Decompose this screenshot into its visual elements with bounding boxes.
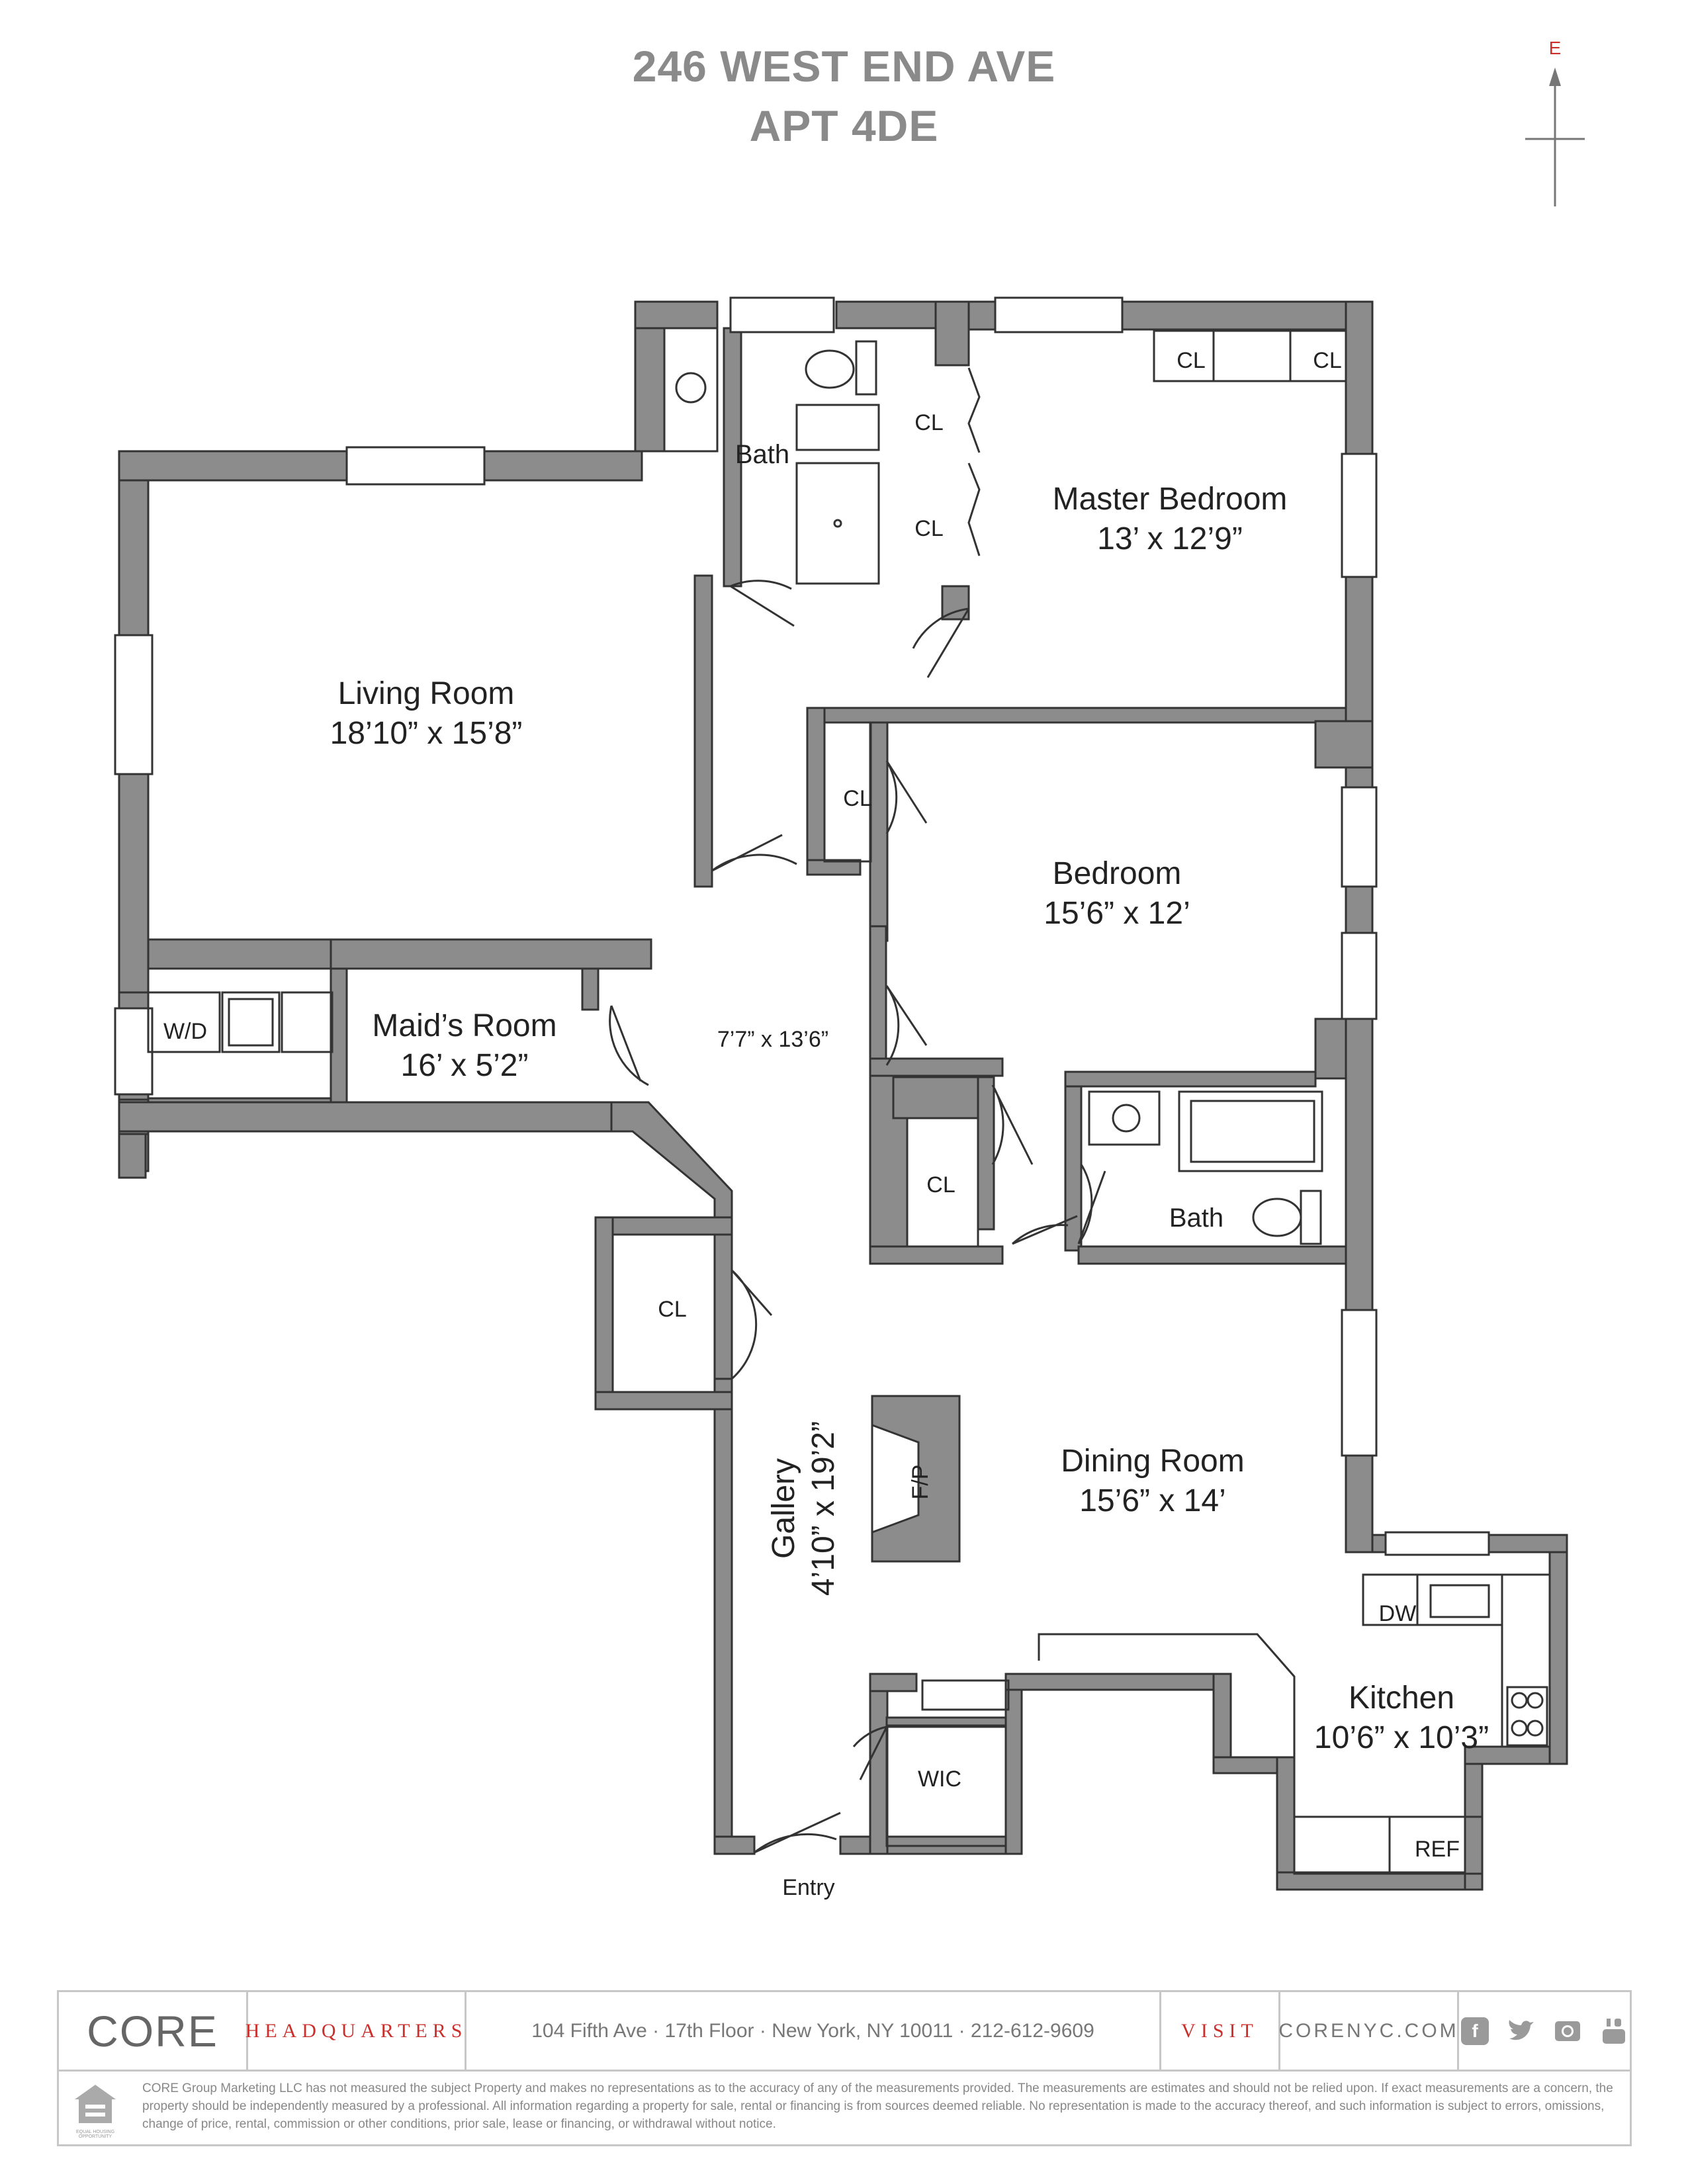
cl-label-7: CL	[658, 1297, 686, 1322]
address-cell: 104 Fifth Ave · 17th Floor · New York, N…	[466, 1992, 1161, 2070]
doors	[609, 367, 1106, 1854]
entry-label: Entry	[782, 1875, 834, 1900]
core-logo: CORE	[87, 2006, 218, 2056]
hq-cell: HEADQUARTERS	[245, 1992, 468, 2070]
dining-room-size: 15’6” x 14’	[1079, 1483, 1225, 1518]
wd-label: W/D	[163, 1019, 207, 1044]
website-cell: CORENYC.COM	[1278, 1992, 1459, 2070]
fixtures	[147, 327, 1551, 1875]
visit-cell: VISIT	[1161, 1992, 1280, 2070]
kitchen-size: 10’6” x 10’3”	[1314, 1720, 1489, 1755]
master-bedroom-size: 13’ x 12’9”	[1097, 521, 1243, 556]
gallery-name: Gallery	[766, 1458, 801, 1559]
master-bedroom-name: Master Bedroom	[1053, 482, 1288, 517]
cl-label-6: CL	[926, 1172, 955, 1198]
cl-label-1: CL	[914, 410, 943, 435]
bedroom-size: 15’6” x 12’	[1044, 896, 1190, 931]
compass-icon: E	[1525, 38, 1585, 206]
facebook-icon[interactable]: f	[1461, 2017, 1489, 2045]
maids-room-size: 16’ x 5’2”	[401, 1048, 529, 1083]
instagram-icon[interactable]	[1554, 2017, 1581, 2045]
compass-label: E	[1549, 38, 1562, 58]
hq-address: 104 Fifth Ave · 17th Floor · New York, N…	[531, 2019, 1094, 2042]
floor-plan: E	[114, 38, 1585, 1900]
logo-cell: CORE	[59, 1992, 248, 2070]
dining-room-name: Dining Room	[1061, 1444, 1244, 1479]
cl-label-5: CL	[843, 786, 871, 811]
footer: CORE HEADQUARTERS 104 Fifth Ave · 17th F…	[57, 1990, 1632, 2146]
bath-top-label: Bath	[735, 440, 789, 469]
cl-label-2: CL	[914, 516, 943, 541]
living-room-size: 18’10” x 15’8”	[330, 716, 523, 751]
living-room-name: Living Room	[338, 676, 515, 711]
disclaimer: CORE Group Marketing LLC has not measure…	[142, 2081, 1613, 2131]
footer-bar: CORE HEADQUARTERS 104 Fifth Ave · 17th F…	[59, 1992, 1630, 2072]
cl-label-3: CL	[1177, 348, 1205, 373]
page-subtitle: APT 4DE	[749, 101, 939, 150]
maids-room-name: Maid’s Room	[372, 1008, 556, 1043]
twitter-icon[interactable]	[1507, 2017, 1535, 2045]
social-cell: f	[1459, 1992, 1630, 2070]
page-title: 246 WEST END AVE	[632, 42, 1056, 91]
cl-label-4: CL	[1313, 348, 1341, 373]
visit-label: VISIT	[1181, 2019, 1259, 2042]
hq-label: HEADQUARTERS	[245, 2019, 468, 2042]
dw-label: DW	[1379, 1601, 1417, 1626]
bath-mid-label: Bath	[1169, 1203, 1223, 1233]
equal-housing-text: EQUAL HOUSING OPPORTUNITY	[75, 2130, 115, 2139]
website-link[interactable]: CORENYC.COM	[1278, 2019, 1459, 2042]
ref-label: REF	[1415, 1837, 1460, 1862]
wic-label: WIC	[918, 1767, 961, 1792]
windows	[114, 296, 1490, 1556]
fp-label: F/P	[908, 1465, 933, 1500]
foyer-size: 7’7” x 13’6”	[717, 1027, 828, 1052]
kitchen-name: Kitchen	[1349, 1681, 1454, 1716]
equal-housing-icon	[72, 2082, 118, 2135]
gallery-size: 4’10” x 19’2”	[806, 1421, 841, 1596]
bedroom-name: Bedroom	[1053, 856, 1182, 891]
room-labels: Living Room 18’10” x 15’8” Master Bedroo…	[163, 348, 1489, 1900]
youtube-icon[interactable]	[1600, 2017, 1628, 2045]
